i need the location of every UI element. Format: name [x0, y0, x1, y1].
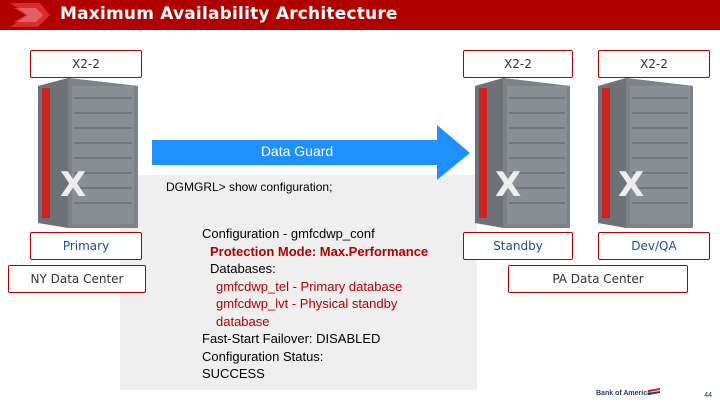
- config-failover-status: Fast-Start Failover: DISABLED: [202, 331, 381, 346]
- config-panel: [120, 175, 477, 390]
- data-guard-arrow-icon: [152, 125, 470, 180]
- svg-text:X: X: [495, 165, 521, 205]
- config-primary-db: gmfcdwp_tel - Primary database: [216, 278, 403, 294]
- config-status-value: SUCCESS: [202, 366, 265, 381]
- middle-rack-model-label: X2-2: [463, 50, 573, 78]
- pa-datacenter-label: PA Data Center: [508, 265, 688, 293]
- config-standby-db-cont: database: [216, 313, 270, 329]
- config-standby-db: gmfcdwp_lvt - Physical standby: [216, 296, 398, 311]
- left-exadata-rack: X: [38, 78, 138, 228]
- primary-role-label: Primary: [30, 232, 142, 260]
- page-number: 44: [704, 392, 712, 399]
- svg-text:X: X: [618, 165, 644, 205]
- right-exadata-rack: X: [598, 78, 693, 228]
- standby-role-label: Standby: [463, 232, 573, 260]
- dgmgrl-command: DGMGRL> show configuration;: [166, 180, 333, 194]
- config-protection-mode: Protection Mode: Max.Performance: [210, 243, 429, 259]
- header-bar: Maximum Availability Architecture: [0, 0, 720, 30]
- left-rack-model-label: X2-2: [30, 50, 142, 78]
- bank-of-america-logo: Bank of America: [596, 390, 651, 397]
- data-guard-label: Data Guard: [260, 143, 334, 159]
- ny-datacenter-label: NY Data Center: [8, 265, 146, 293]
- configuration-output: Configuration - gmfcdwp_conf Protection …: [202, 225, 428, 383]
- config-line-name: Configuration - gmfcdwp_conf: [202, 226, 375, 241]
- page-title: Maximum Availability Architecture: [60, 4, 398, 24]
- config-databases-heading: Databases:: [210, 261, 276, 276]
- devqa-role-label: Dev/QA: [598, 232, 710, 260]
- swoosh-logo-icon: [10, 3, 50, 27]
- right-rack-model-label: X2-2: [598, 50, 710, 78]
- svg-text:X: X: [60, 165, 86, 205]
- bank-flag-icon: [648, 388, 660, 395]
- config-status-heading: Configuration Status:: [202, 348, 324, 364]
- middle-exadata-rack: X: [475, 78, 570, 228]
